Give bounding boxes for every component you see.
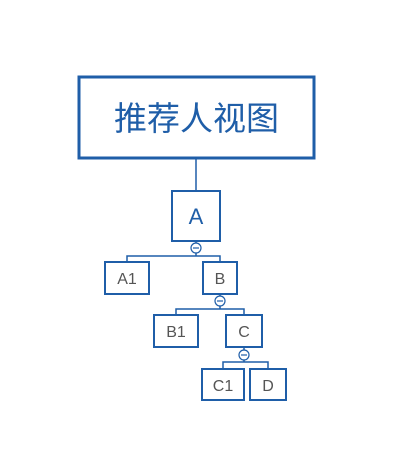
tree-node-c-label: C	[238, 324, 250, 341]
tree-node-a1-box	[104, 261, 150, 295]
tree-node-a[interactable]: A	[171, 190, 221, 242]
tree-node-a-label: A	[189, 204, 204, 229]
diagram-title: 推荐人视图	[114, 99, 279, 138]
tree-node-a-box	[171, 190, 221, 242]
collapse-toggle-c[interactable]	[238, 349, 250, 361]
tree-node-b1[interactable]: B1	[153, 314, 199, 348]
tree-node-c-box	[225, 314, 263, 348]
tree-node-c[interactable]: C	[225, 314, 263, 348]
title-box: 推荐人视图	[77, 75, 316, 160]
tree-node-c1-box	[201, 368, 245, 401]
tree-node-a1[interactable]: A1	[104, 261, 150, 295]
connector-c-children	[222, 361, 269, 369]
tree-node-d-label: D	[262, 378, 274, 395]
tree-node-c1[interactable]: C1	[201, 368, 245, 401]
tree-node-c1-label: C1	[213, 378, 234, 395]
tree-node-b-box	[202, 261, 238, 295]
tree-node-b[interactable]: B	[202, 261, 238, 295]
tree-node-d-box	[249, 368, 287, 401]
tree-node-d[interactable]: D	[249, 368, 287, 401]
connector-b-children	[175, 308, 245, 315]
tree-node-b-label: B	[215, 271, 226, 288]
tree-node-b1-label: B1	[166, 324, 186, 341]
connector-a-children	[126, 255, 221, 262]
tree-node-a1-label: A1	[117, 271, 137, 288]
tree-node-b1-box	[153, 314, 199, 348]
title-box-border	[77, 75, 316, 160]
collapse-toggle-a[interactable]	[190, 242, 202, 254]
collapse-toggle-b[interactable]	[214, 295, 226, 307]
